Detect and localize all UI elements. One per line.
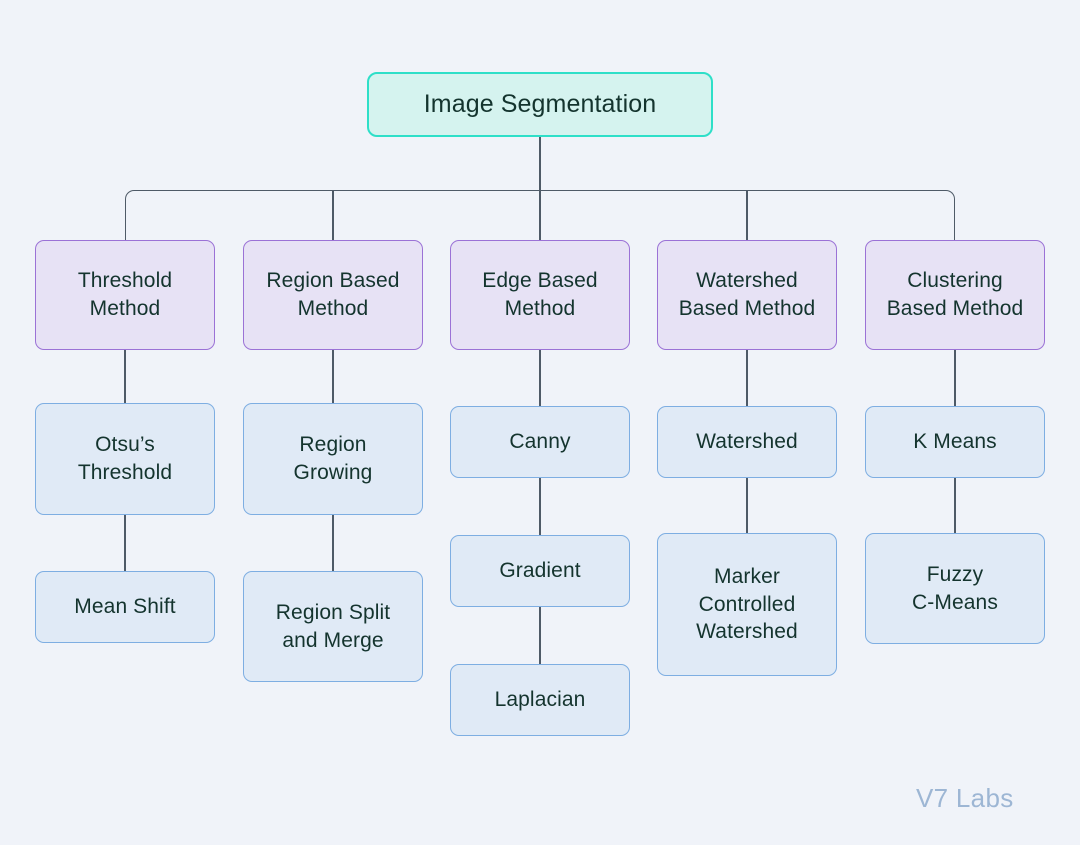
edge-col4-m-to-c1 (746, 350, 748, 406)
node-branch-method-2-label: Region Based Method (266, 269, 400, 320)
node-branch-method-1-label: Threshold Method (77, 269, 173, 320)
node-leaf-4-1[interactable]: Watershed (657, 406, 837, 478)
node-leaf-2-1[interactable]: Region Growing (243, 403, 423, 515)
node-leaf-2-2-label: Region Split and Merge (275, 600, 391, 652)
node-leaf-3-1[interactable]: Canny (450, 406, 630, 478)
node-branch-method-4-label: Watershed Based Method (678, 269, 816, 320)
node-branch-method-5-label: Clustering Based Method (886, 269, 1024, 320)
node-branch-method-3[interactable]: Edge Based Method (450, 240, 630, 350)
edge-col5-m-to-c1 (954, 350, 956, 406)
node-leaf-1-2-label: Mean Shift (74, 595, 176, 619)
edge-col5-c1-to-c2 (954, 478, 956, 533)
node-leaf-1-2[interactable]: Mean Shift (35, 571, 215, 643)
edge-col4-c1-to-c2 (746, 478, 748, 533)
node-root-label: Image Segmentation (423, 89, 657, 118)
node-leaf-3-2[interactable]: Gradient (450, 535, 630, 607)
node-leaf-2-1-label: Region Growing (293, 433, 373, 484)
node-leaf-4-2[interactable]: Marker Controlled Watershed (657, 533, 837, 676)
edge-col1-m-to-c1 (124, 350, 126, 403)
edge-bus-drop-col4 (746, 190, 748, 240)
edge-bus-drop-col3 (539, 190, 541, 240)
edge-col2-c1-to-c2 (332, 515, 334, 571)
node-branch-method-5[interactable]: Clustering Based Method (865, 240, 1045, 350)
node-branch-method-1[interactable]: Threshold Method (35, 240, 215, 350)
node-leaf-4-2-label: Marker Controlled Watershed (696, 564, 798, 644)
node-leaf-3-1-label: Canny (509, 430, 571, 454)
edge-bus-drop-col2 (332, 190, 334, 240)
edge-col3-c2-to-c3 (539, 607, 541, 664)
watermark-v7-labs: V7 Labs (916, 783, 1014, 813)
node-leaf-5-1[interactable]: K Means (865, 406, 1045, 478)
node-branch-method-4[interactable]: Watershed Based Method (657, 240, 837, 350)
edge-root-stem (539, 137, 541, 191)
edge-col2-m-to-c1 (332, 350, 334, 403)
node-leaf-4-1-label: Watershed (696, 430, 798, 454)
node-leaf-3-3[interactable]: Laplacian (450, 664, 630, 736)
node-root[interactable]: Image Segmentation (367, 72, 713, 137)
edge-col3-c1-to-c2 (539, 478, 541, 535)
edge-col3-m-to-c1 (539, 350, 541, 406)
node-leaf-3-2-label: Gradient (499, 559, 581, 583)
node-leaf-3-3-label: Laplacian (494, 688, 586, 712)
node-leaf-1-1-label: Otsu’s Threshold (77, 433, 173, 484)
edge-col1-c1-to-c2 (124, 515, 126, 571)
node-leaf-5-2[interactable]: Fuzzy C-Means (865, 533, 1045, 644)
node-leaf-2-2[interactable]: Region Split and Merge (243, 571, 423, 682)
node-leaf-5-1-label: K Means (913, 430, 997, 454)
node-branch-method-2[interactable]: Region Based Method (243, 240, 423, 350)
node-leaf-5-2-label: Fuzzy C-Means (912, 562, 998, 614)
node-leaf-1-1[interactable]: Otsu’s Threshold (35, 403, 215, 515)
node-branch-method-3-label: Edge Based Method (482, 269, 598, 320)
